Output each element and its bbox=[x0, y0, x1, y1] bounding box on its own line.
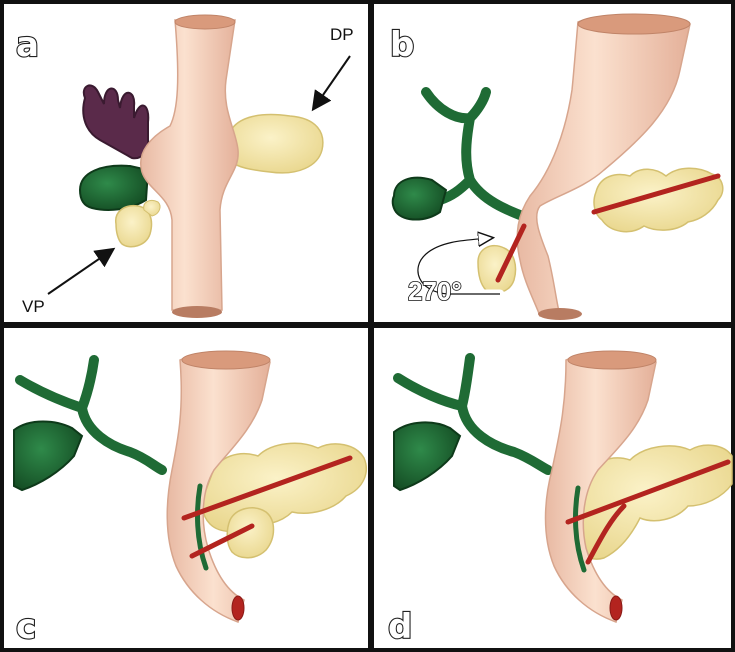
panel-letter-d: d bbox=[388, 607, 412, 647]
panel-letter-b: b bbox=[390, 25, 414, 65]
gut-lumen-top-c bbox=[182, 351, 270, 369]
label-vp: VP bbox=[22, 297, 45, 316]
gut-lumen-bottom-b bbox=[538, 308, 582, 320]
gut-lumen-top-d bbox=[568, 351, 656, 369]
panel-letter-a: a bbox=[16, 25, 39, 65]
gut-lumen-end-d bbox=[610, 596, 622, 620]
gut-lumen-bottom-a bbox=[172, 306, 222, 318]
rotation-label: 270° bbox=[408, 276, 462, 306]
label-dp: DP bbox=[330, 25, 354, 44]
panel-letter-c: c bbox=[16, 607, 36, 647]
dorsal-pancreas bbox=[228, 115, 323, 173]
gut-lumen-end-c bbox=[232, 596, 244, 620]
gut-lumen-top-a bbox=[175, 15, 235, 29]
gallbladder-b bbox=[393, 178, 446, 220]
gallbladder-bud bbox=[80, 166, 148, 210]
gut-lumen-top-b bbox=[578, 14, 690, 34]
